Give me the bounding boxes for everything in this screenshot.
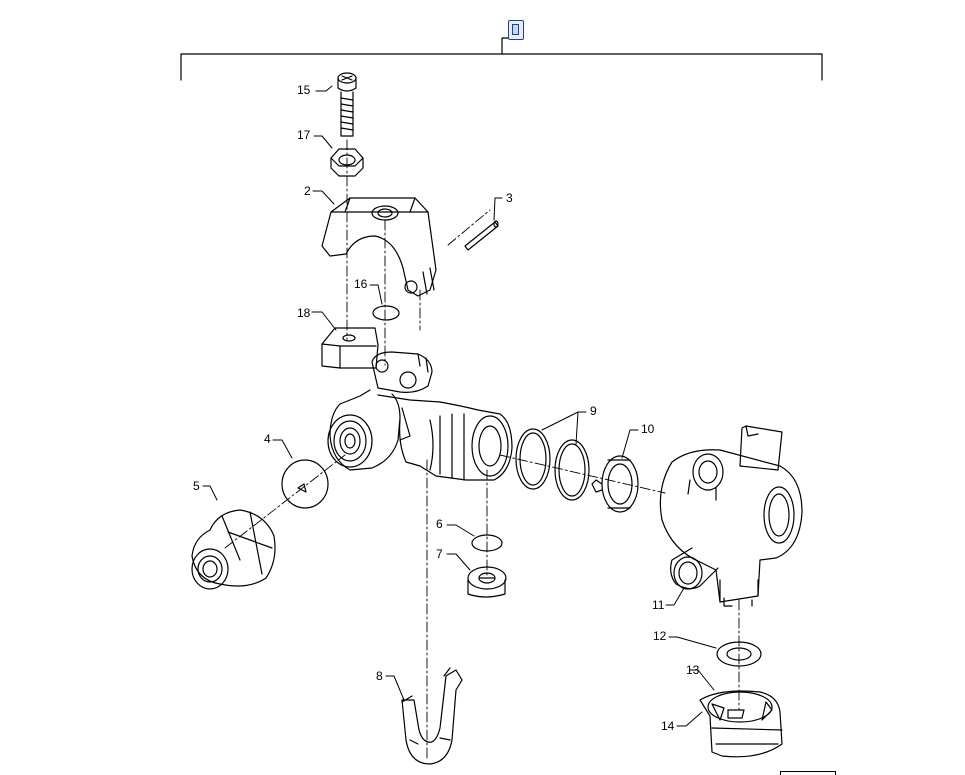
callout-10: 10 — [641, 422, 655, 436]
assembly-reference-icon[interactable] — [508, 20, 524, 40]
callout-18: 18 — [297, 306, 311, 320]
callout-2: 2 — [304, 184, 311, 198]
leader-lines — [202, 85, 717, 727]
washer-12 — [716, 641, 762, 667]
o-ring-16 — [372, 305, 400, 321]
callout-5: 5 — [193, 479, 200, 493]
nozzle-cap-13 — [699, 690, 783, 758]
frame-corner — [780, 771, 836, 775]
insert-7 — [467, 566, 507, 598]
callout-17: 17 — [297, 128, 311, 142]
pin-3 — [464, 220, 499, 251]
callout-7: 7 — [436, 547, 443, 561]
callout-8: 8 — [376, 669, 383, 683]
callout-16: 16 — [354, 277, 368, 291]
bracket-18 — [321, 327, 379, 369]
screw-15 — [337, 72, 357, 137]
check-valve-10 — [591, 455, 639, 513]
callout-6: 6 — [436, 517, 443, 531]
callout-13: 13 — [686, 663, 700, 677]
o-rings-9 — [515, 428, 590, 501]
callout-15: 15 — [297, 83, 311, 97]
nut-17 — [330, 148, 364, 177]
callout-3: 3 — [506, 191, 513, 205]
tee-body-11 — [659, 425, 803, 607]
callout-14: 14 — [661, 719, 675, 733]
callout-11: 11 — [652, 598, 665, 612]
disc-4 — [281, 459, 329, 509]
clip-8 — [401, 667, 463, 765]
assembly-bracket — [180, 37, 823, 81]
callout-4: 4 — [264, 432, 271, 446]
callout-9: 9 — [590, 404, 597, 418]
valve-body — [327, 351, 513, 481]
cap-5 — [191, 509, 276, 590]
callout-12: 12 — [653, 629, 667, 643]
o-ring-6 — [471, 534, 503, 552]
clamp-2 — [321, 197, 437, 297]
